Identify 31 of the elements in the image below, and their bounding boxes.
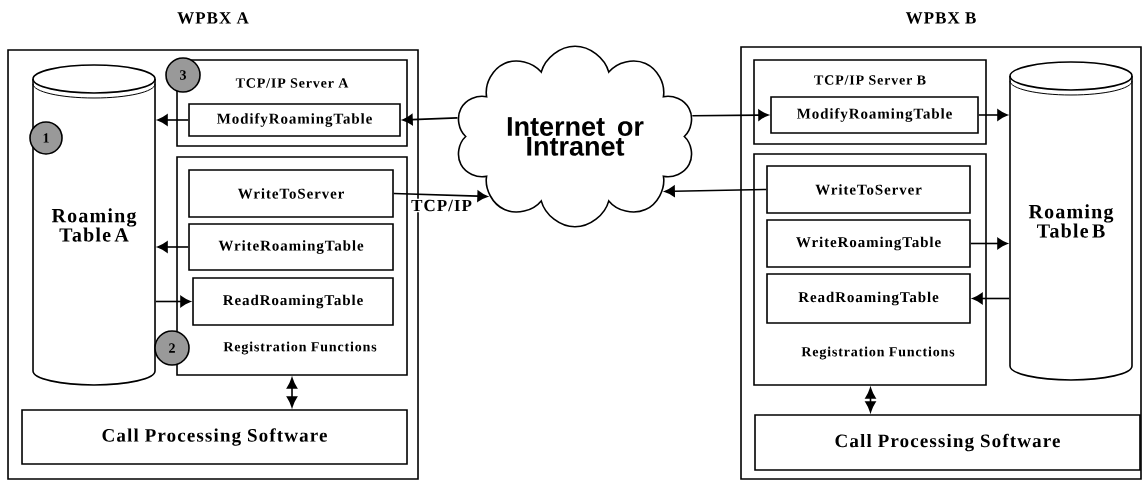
- function-box: WriteToServer: [188, 169, 394, 218]
- database-cylinder: Roaming Table B: [1009, 61, 1133, 381]
- function-box: Call Processing Software: [21, 409, 408, 465]
- node-label: Roaming Table B: [1028, 204, 1114, 238]
- node-label: WPBX A: [177, 12, 249, 24]
- function-box: WriteRoamingTable: [766, 219, 971, 268]
- edge-label: TCP/IP: [410, 198, 473, 213]
- node-label: WPBX B: [905, 12, 976, 24]
- arrow: [978, 109, 1008, 121]
- function-box: WriteRoamingTable: [188, 223, 394, 271]
- arrow: [664, 185, 767, 197]
- arrow: [691, 109, 769, 121]
- arrow: [970, 237, 1008, 250]
- node-label: Roaming Table A: [51, 208, 137, 242]
- arrow: [157, 241, 189, 253]
- arrow: [286, 377, 298, 408]
- arrow: [157, 114, 189, 126]
- function-box: ModifyRoamingTable: [188, 103, 401, 137]
- arrow: [402, 114, 459, 126]
- arrow: [393, 190, 488, 202]
- callout-number: 2: [154, 330, 190, 366]
- function-box: ModifyRoamingTable: [770, 96, 979, 134]
- callout-number: 1: [29, 121, 63, 155]
- arrow: [972, 292, 1010, 305]
- function-box: WriteToServer: [766, 165, 971, 214]
- function-box: ReadRoamingTable: [766, 273, 971, 324]
- arrow: [155, 295, 191, 308]
- function-box: Call Processing Software: [754, 414, 1141, 471]
- callout-number: 3: [165, 57, 201, 93]
- arrow: [865, 387, 876, 413]
- function-box: ReadRoamingTable: [192, 277, 394, 326]
